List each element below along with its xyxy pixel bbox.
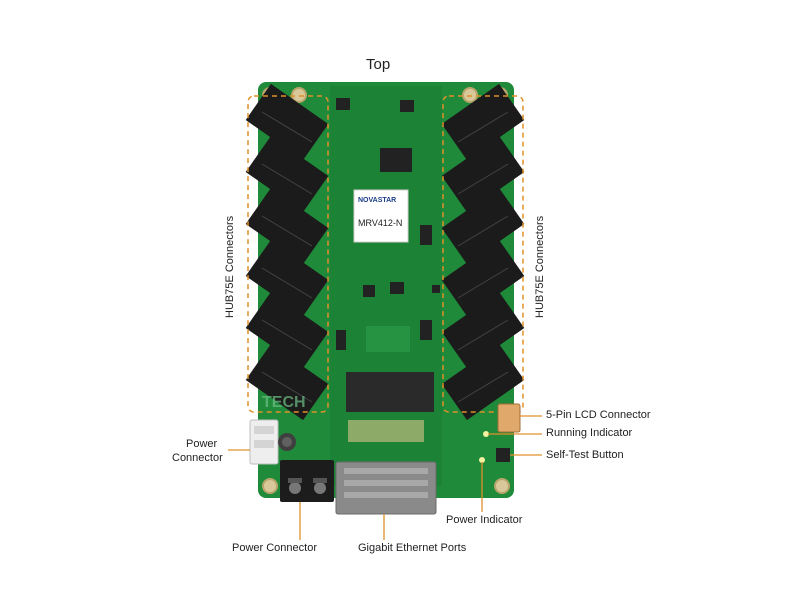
lcd-connector-label: 5-Pin LCD Connector [546, 409, 651, 421]
board-logo: NOVASTAR [358, 197, 396, 204]
hub-connectors-left [245, 83, 329, 421]
power-connector-left-label-2: Connector [172, 452, 223, 464]
callout-lines [228, 415, 542, 540]
hub-connector-r6 [441, 343, 525, 421]
mount-hole-tl2 [291, 87, 307, 103]
chip-small-e [336, 330, 346, 350]
hub-connector-l2 [245, 135, 329, 213]
chip-top-small [336, 98, 350, 110]
watermark-text: TECH [262, 394, 306, 411]
diagram-title: Top [366, 56, 391, 73]
power-indicator-led [479, 457, 485, 463]
hub-right-dashed-frame [442, 95, 524, 413]
chip-small-f [432, 285, 440, 293]
power-indicator-label: Power Indicator [446, 514, 523, 526]
power-connector-left-label-1: Power [186, 438, 218, 450]
chip-label-block [366, 326, 410, 352]
chip-large-dark [346, 372, 434, 412]
hub-connector-r3 [441, 187, 525, 265]
mount-hole-tr [462, 87, 478, 103]
gigabit-ethernet-ports [335, 461, 437, 515]
hub-connector-r5 [441, 291, 525, 369]
chip-top-1 [400, 100, 414, 112]
chip-small-a [363, 285, 375, 297]
mount-hole-br [494, 478, 510, 494]
chip-memory [380, 148, 412, 172]
chip-main-white [353, 189, 409, 243]
lcd-connector-5pin [497, 403, 521, 433]
chip-small-b [390, 282, 404, 294]
chip-small-c [420, 225, 432, 245]
hub-connector-l1 [245, 83, 329, 161]
hub-right-label: HUB75E Connectors [534, 215, 546, 318]
hub-pin-rows [261, 111, 509, 403]
hub-left-dashed-frame [247, 95, 329, 413]
self-test-button [496, 448, 510, 462]
chip-small-d [420, 320, 432, 340]
mount-hole-bl [262, 478, 278, 494]
gigabit-ethernet-label: Gigabit Ethernet Ports [358, 542, 467, 554]
board-model: MRV412-N [358, 218, 402, 228]
hub-connector-r4 [441, 239, 525, 317]
hub-connector-l4 [245, 239, 329, 317]
hub-connector-r1 [441, 83, 525, 161]
chip-mid [348, 420, 424, 442]
running-indicator-label: Running Indicator [546, 427, 633, 439]
power-connector-bottom-label: Power Connector [232, 542, 317, 554]
hub-connectors-right [441, 83, 525, 421]
hub-left-label: HUB75E Connectors [224, 215, 236, 318]
hub-connector-l3 [245, 187, 329, 265]
running-indicator-led [483, 431, 489, 437]
hub-connector-l5 [245, 291, 329, 369]
hub-connector-l6 [245, 343, 329, 421]
hub-connector-r2 [441, 135, 525, 213]
self-test-button-label: Self-Test Button [546, 449, 624, 461]
